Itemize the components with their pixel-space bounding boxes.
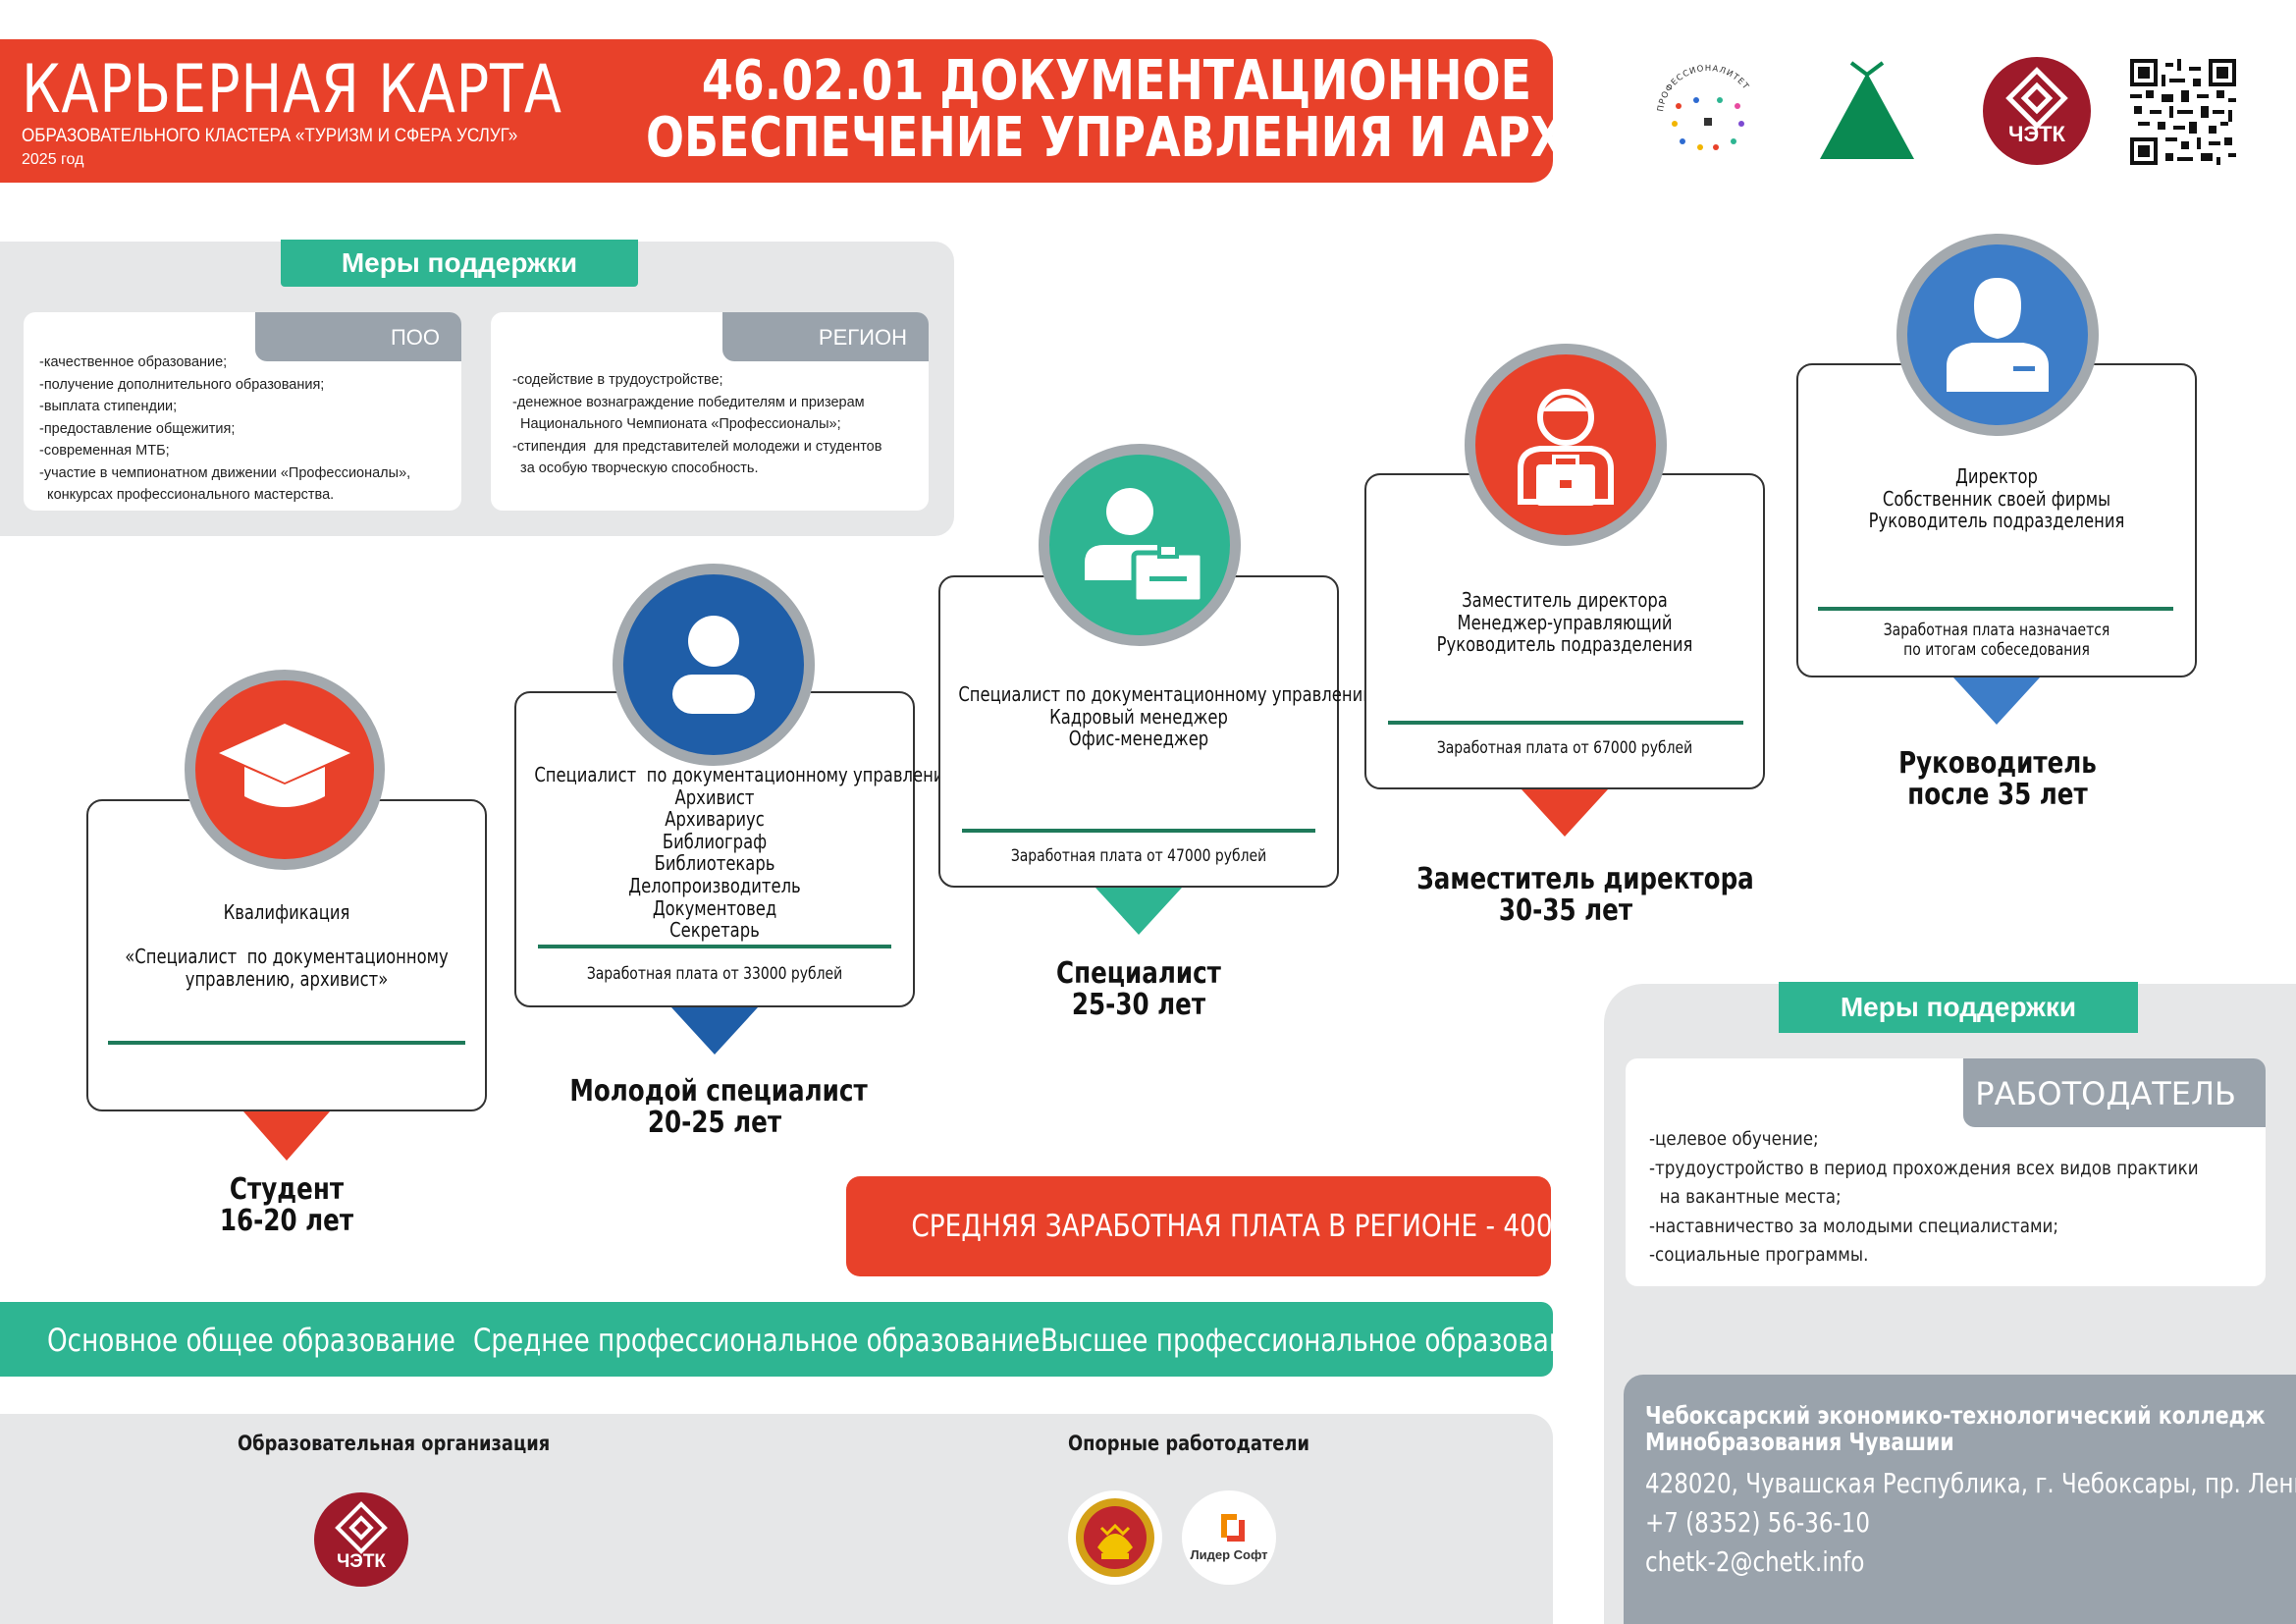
college-email[interactable]: chetk-2@chetk.info	[1645, 1545, 1865, 1578]
poo-support-list: -качественное образование; -получение до…	[39, 354, 411, 503]
chetk-org-logo-text: ЧЭТК	[336, 1551, 387, 1572]
person-badge-icon	[1085, 488, 1205, 605]
young-specialist-stage: Молодой специалист 20-25 лет	[569, 1074, 868, 1140]
specialist-salary: Заработная плата от 47000 рублей	[1010, 846, 1267, 866]
deputy-salary: Заработная плата от 67000 рублей	[1436, 738, 1693, 758]
education-levels-bar: Основное общее образование Среднее профе…	[0, 1302, 1598, 1377]
divider	[538, 945, 891, 948]
deputy-pointer	[1522, 789, 1608, 837]
professionalitet-logo: ПРОФЕССИОНАЛИТЕТ	[1649, 59, 1767, 167]
contact-panel: Чебоксарский экономико-технологический к…	[1624, 1375, 2296, 1624]
young-specialist-salary: Заработная плата от 33000 рублей	[586, 964, 843, 984]
partners-panel: Образовательная организация Опорные рабо…	[0, 1414, 1553, 1624]
chetk-logo: ЧЭТК	[1983, 57, 2091, 165]
person-icon	[672, 616, 755, 714]
specialist-circle	[1039, 444, 1241, 646]
student-pointer	[243, 1111, 330, 1161]
specialist-positions: Специалист по документационному управлен…	[958, 682, 1376, 751]
page-year: 2025 год	[22, 151, 84, 168]
manager-briefcase-icon	[1518, 389, 1614, 506]
divider	[1818, 607, 2173, 611]
employer-support-list: -целевое обучение; -трудоустройство в пе…	[1649, 1128, 2199, 1266]
student-circle	[185, 670, 385, 870]
director-positions: Директор Собственник своей фирмы Руковод…	[1868, 464, 2125, 533]
young-specialist-positions: Специалист по документационному управлен…	[534, 763, 957, 943]
student-stage: Студент 16-20 лет	[219, 1172, 354, 1238]
deputy-stage: Заместитель директора 30-35 лет	[1416, 862, 1754, 928]
average-salary-banner: СРЕДНЯЯ ЗАРАБОТНАЯ ПЛАТА В РЕГИОНЕ - 400…	[846, 1176, 1650, 1276]
divider	[962, 829, 1315, 833]
employers-label: Опорные работодатели	[1068, 1432, 1309, 1455]
young-specialist-pointer	[671, 1007, 758, 1055]
graduation-cap-icon	[219, 724, 350, 807]
org-label: Образовательная организация	[238, 1432, 551, 1455]
director-salary: Заработная плата назначается по итогам с…	[1883, 621, 2110, 660]
employer-tab: РАБОТОДАТЕЛЬ	[1963, 1058, 2266, 1127]
tent-logo	[1816, 61, 1918, 163]
region-tab: РЕГИОН	[722, 312, 929, 361]
lider-soft-logo-text: Лидер Софт	[1190, 1547, 1268, 1562]
director-pointer	[1953, 677, 2040, 725]
poo-tab: ПОО	[255, 312, 461, 361]
chetk-org-logo: ЧЭТК	[314, 1492, 408, 1587]
director-circle	[1896, 234, 2099, 436]
qr-code[interactable]	[2130, 59, 2236, 165]
specialty-title: 46.02.01 ДОКУМЕНТАЦИОННОЕ ОБЕСПЕЧЕНИЕ УП…	[646, 49, 1918, 170]
divider	[1388, 721, 1743, 725]
director-stage: Руководитель после 35 лет	[1898, 746, 2097, 812]
college-phone[interactable]: +7 (8352) 56-36-10	[1645, 1506, 1871, 1539]
lider-soft-logo: Лидер Софт	[1182, 1490, 1276, 1585]
education-secondary: Среднее профессиональное образование	[473, 1322, 1041, 1359]
average-salary-text: СРЕДНЯЯ ЗАРАБОТНАЯ ПЛАТА В РЕГИОНЕ - 400…	[911, 1209, 1650, 1244]
employer-support-title: Меры поддержки	[1779, 982, 2138, 1033]
specialist-stage: Специалист 25-30 лет	[1056, 956, 1221, 1022]
deputy-positions: Заместитель директора Менеджер-управляющ…	[1436, 588, 1693, 657]
college-address: 428020, Чувашская Республика, г. Чебокса…	[1645, 1467, 2296, 1499]
education-higher: Высшее профессиональное образование	[1041, 1322, 1599, 1359]
young-specialist-circle	[613, 564, 815, 766]
support-measures-title: Меры поддержки	[281, 240, 638, 287]
page-subtitle: ОБРАЗОВАТЕЛЬНОГО КЛАСТЕРА «ТУРИЗМ И СФЕР…	[22, 126, 518, 146]
college-name: Чебоксарский экономико-технологический к…	[1645, 1401, 2266, 1456]
businessman-icon	[1947, 278, 2049, 392]
header-banner: КАРЬЕРНАЯ КАРТА ОБРАЗОВАТЕЛЬНОГО КЛАСТЕР…	[0, 39, 1918, 183]
education-basic: Основное общее образование	[47, 1322, 455, 1359]
region-support-list: -содействие в трудоустройстве; -денежное…	[512, 372, 882, 476]
chuvashia-emblem-logo	[1068, 1490, 1162, 1585]
page-title: КАРЬЕРНАЯ КАРТА	[22, 51, 562, 129]
chetk-logo-text: ЧЭТК	[2008, 122, 2065, 146]
specialist-pointer	[1095, 888, 1182, 935]
student-qualification: Квалификация «Специалист по документацио…	[125, 900, 449, 991]
deputy-circle	[1465, 344, 1667, 546]
divider	[108, 1041, 465, 1045]
